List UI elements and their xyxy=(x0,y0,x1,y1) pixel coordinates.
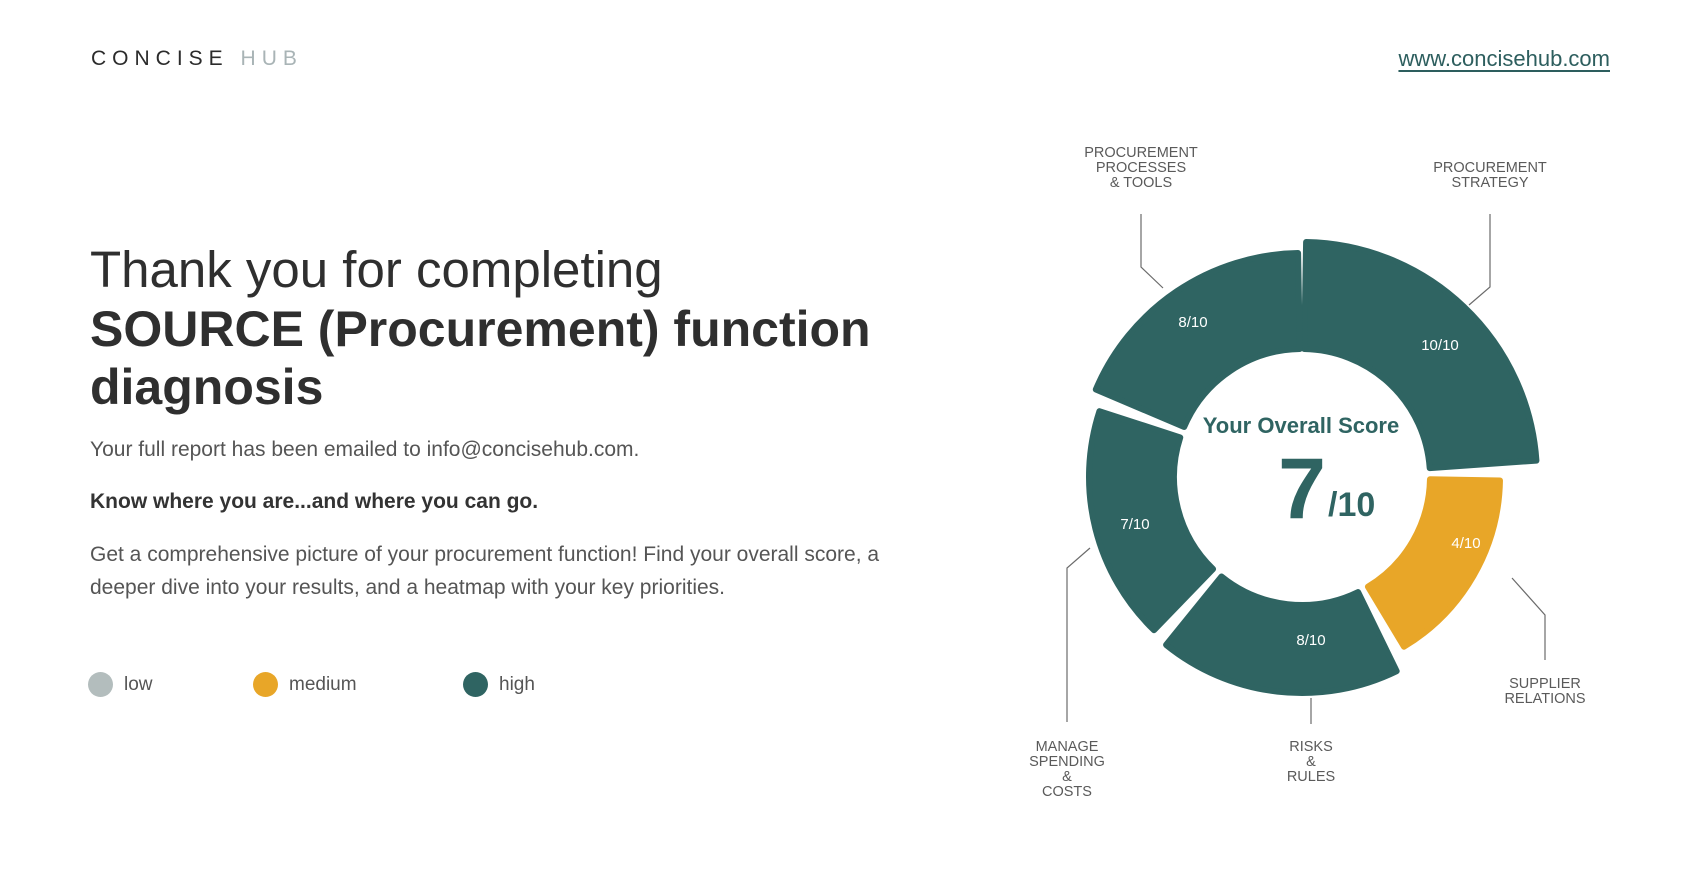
tagline: Know where you are...and where you can g… xyxy=(90,490,539,513)
email-notice: Your full report has been emailed to inf… xyxy=(90,438,640,461)
segment-score-label: 10/10 xyxy=(1421,337,1459,354)
donut-segment xyxy=(1163,573,1400,696)
overall-score-value: 7 xyxy=(1278,441,1326,537)
legend-dot-high xyxy=(463,672,488,697)
website-link[interactable]: www.concisehub.com xyxy=(1398,46,1610,71)
logo: CONCISE HUB xyxy=(91,47,303,71)
leader-line xyxy=(1511,577,1546,660)
legend-item-high: high xyxy=(463,672,535,697)
legend-item-medium: medium xyxy=(253,672,463,697)
segment-score-label: 4/10 xyxy=(1451,535,1480,552)
segment-score-label: 8/10 xyxy=(1178,314,1207,331)
intro-content: Thank you for completing SOURCE (Procure… xyxy=(90,240,940,604)
segment-score-label: 8/10 xyxy=(1296,632,1325,649)
score-legend: low medium high xyxy=(88,672,535,697)
leader-line xyxy=(1468,214,1491,306)
leader-line xyxy=(1066,547,1091,722)
page-title-bold: SOURCE (Procurement) function diagnosis xyxy=(90,301,871,415)
donut-segment xyxy=(1086,408,1217,634)
legend-label-high: high xyxy=(499,673,535,695)
logo-hub: HUB xyxy=(240,47,303,70)
donut-segment xyxy=(1301,239,1540,472)
legend-label-low: low xyxy=(124,673,153,695)
logo-concise: CONCISE xyxy=(91,47,229,70)
page-title-line1: Thank you for completing xyxy=(90,241,663,298)
description: Get a comprehensive picture of your proc… xyxy=(90,543,880,599)
leader-line xyxy=(1140,214,1164,289)
donut-segment xyxy=(1092,250,1303,430)
legend-dot-low xyxy=(88,672,113,697)
center-title: Your Overall Score xyxy=(1203,413,1399,438)
legend-dot-medium xyxy=(253,672,278,697)
legend-label-medium: medium xyxy=(289,673,357,695)
segment-category-label: RISKS&RULES xyxy=(1287,739,1335,785)
chart-segments xyxy=(1086,239,1540,696)
legend-item-low: low xyxy=(88,672,253,697)
overall-score-max: /10 xyxy=(1328,486,1375,524)
chart-leader-lines xyxy=(1066,214,1546,724)
segment-score-label: 7/10 xyxy=(1120,516,1149,533)
donut-segment xyxy=(1364,476,1503,650)
